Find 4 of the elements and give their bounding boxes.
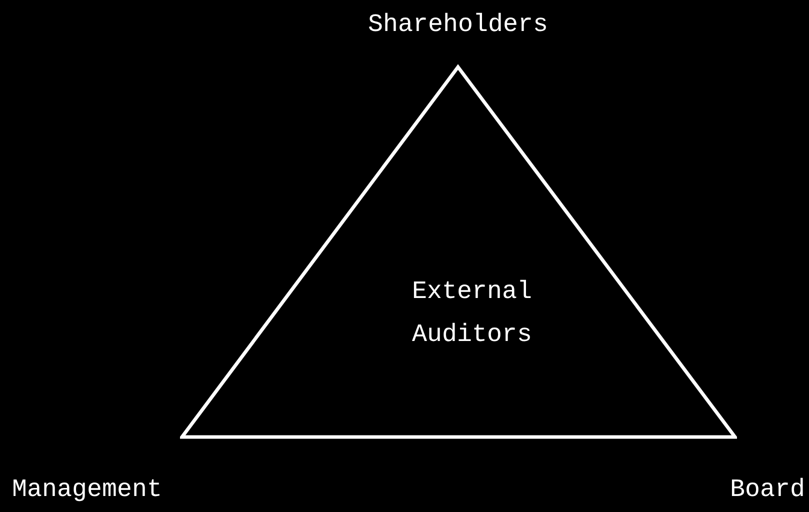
- corner-label: Board: [730, 475, 805, 505]
- corner-label: Management: [12, 475, 162, 505]
- corner-label: Shareholders: [368, 10, 548, 40]
- node-label: External Auditors: [410, 276, 534, 351]
